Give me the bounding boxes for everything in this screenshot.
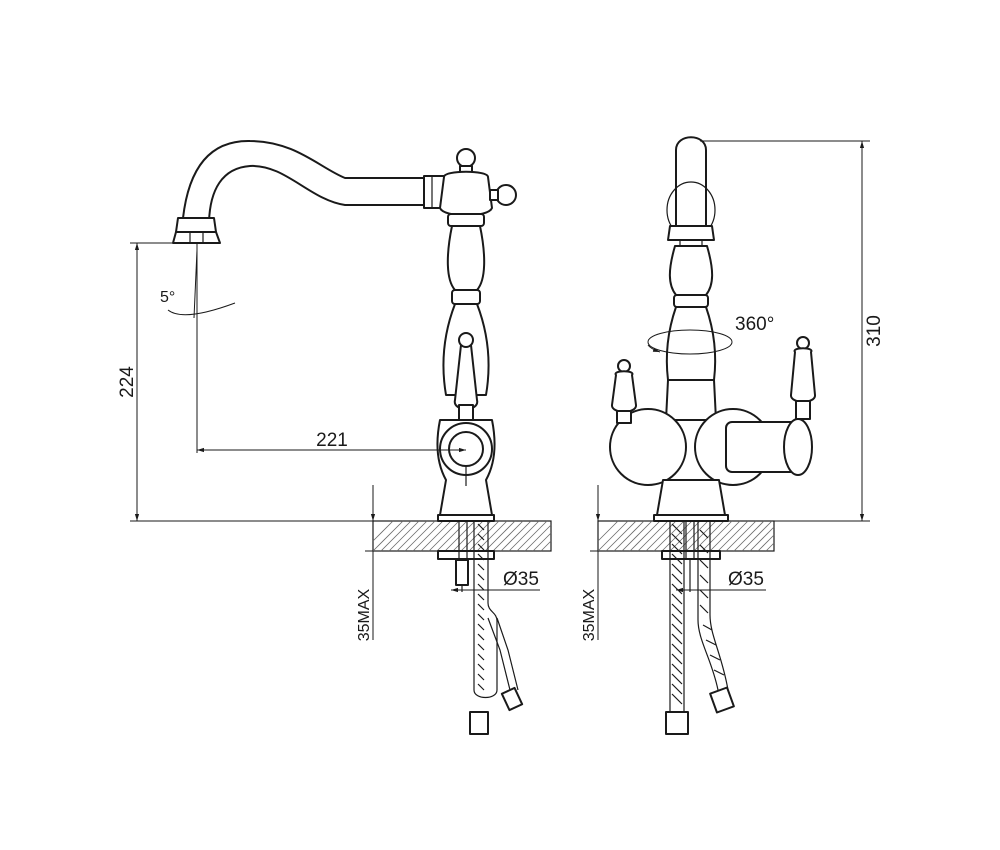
dim-hole-left: Ø35 (451, 569, 540, 593)
countertop-left (372, 520, 552, 552)
dim-hole-right: Ø35 (676, 569, 766, 593)
dim-angle: 5° (160, 249, 236, 319)
dim-35max-left: 35MAX (356, 485, 376, 641)
countertop-right (597, 520, 775, 552)
hole-label-right: Ø35 (728, 569, 764, 590)
thickness-label-right: 35MAX (581, 588, 598, 641)
dim-224: 224 (117, 242, 373, 522)
rotation-label: 360° (735, 314, 774, 335)
mount-left (437, 520, 524, 735)
column (442, 225, 490, 396)
spout-front (666, 136, 716, 246)
height-label: 224 (117, 366, 138, 398)
total-height-label: 310 (864, 315, 885, 347)
handle-lever (453, 332, 479, 421)
handle-left (611, 359, 637, 424)
dim-35max-right: 35MAX (581, 485, 601, 641)
dim-221: 221 (196, 243, 466, 453)
dim-rotation: 360° (647, 314, 774, 355)
front-view: 360° (581, 136, 885, 735)
base-body (436, 419, 496, 522)
side-view: 224 221 5° 35MAX Ø35 (117, 139, 552, 735)
body-front (609, 379, 813, 522)
handle-right (790, 336, 816, 420)
column-front (665, 245, 717, 381)
dim-310: 310 (700, 140, 885, 522)
angle-label: 5° (160, 289, 175, 306)
body-top (439, 148, 517, 227)
reach-label: 221 (316, 430, 348, 451)
spout (172, 139, 445, 244)
hole-label-left: Ø35 (503, 569, 539, 590)
thickness-label-left: 35MAX (356, 588, 373, 641)
mount-right (661, 520, 735, 735)
